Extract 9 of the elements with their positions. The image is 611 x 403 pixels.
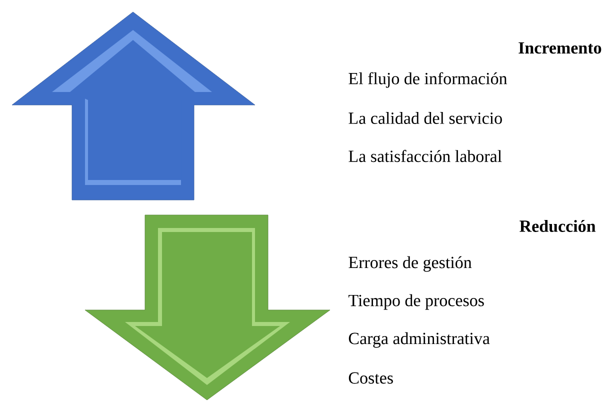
list-item: Tiempo de procesos (348, 294, 484, 310)
list-item: La calidad del servicio (348, 112, 502, 124)
heading: Incremento (518, 42, 602, 54)
list-item: El flujo de información (348, 72, 508, 88)
list-item: La satisfacción laboral (348, 150, 502, 162)
heading: Reducción (520, 220, 596, 232)
list-item: Costes (348, 372, 393, 384)
list-item: Errores de gestión (348, 256, 472, 272)
list-item: Carga administrativa (348, 332, 490, 348)
